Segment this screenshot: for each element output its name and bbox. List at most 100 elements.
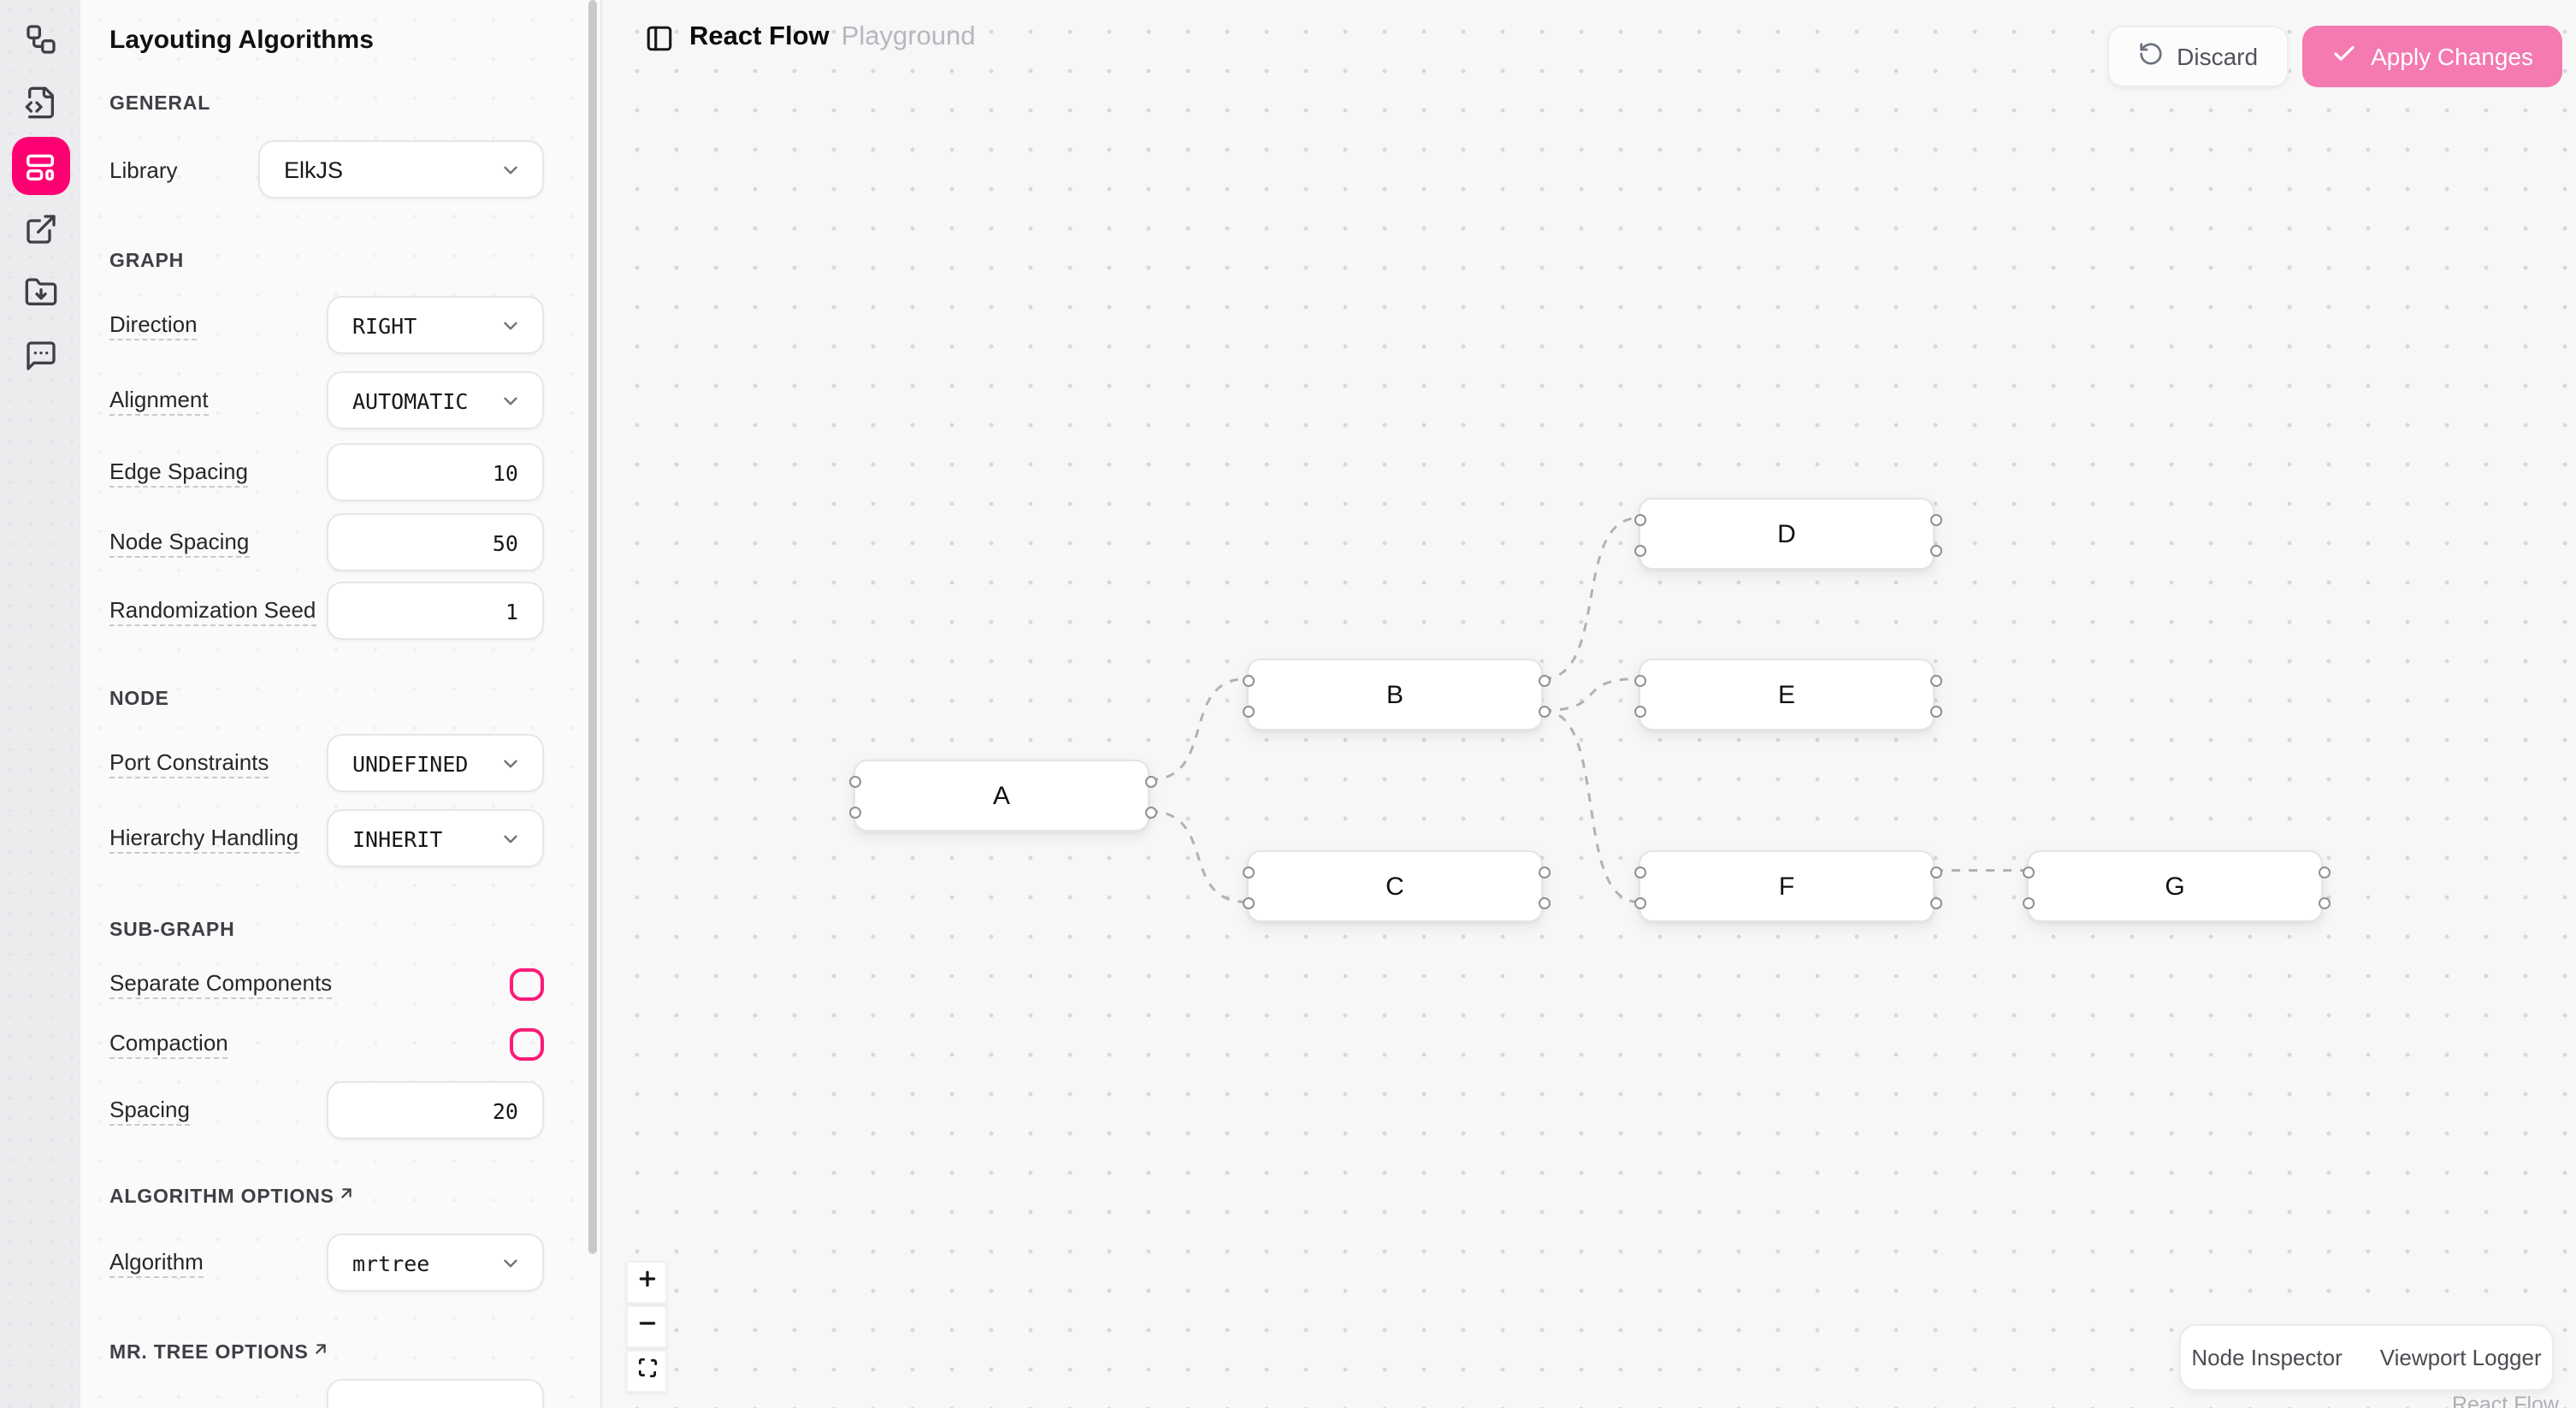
node-handle[interactable]	[1930, 706, 1942, 719]
discard-label: Discard	[2177, 43, 2259, 70]
sidebar-item-file-code[interactable]	[23, 86, 57, 120]
page-subtitle: Playground	[841, 22, 976, 51]
separate-components-checkbox[interactable]	[510, 968, 544, 1001]
fit-view-button[interactable]	[626, 1350, 667, 1393]
node-handle[interactable]	[1243, 897, 1255, 910]
flow-node-F[interactable]: F	[1634, 850, 1942, 922]
flow-node-A[interactable]: A	[849, 760, 1157, 831]
hierarchy-handling-select[interactable]: INHERIT	[327, 809, 544, 867]
field-row-compaction: Compaction	[109, 1028, 544, 1061]
section-header-mr-tree-options[interactable]: MR. TREE OPTIONS	[109, 1343, 544, 1364]
node-handle[interactable]	[1539, 706, 1551, 719]
field-label-compaction: Compaction	[109, 1030, 228, 1059]
zoom-in-button[interactable]	[626, 1261, 667, 1304]
node-handle[interactable]	[1539, 866, 1551, 879]
compaction-checkbox[interactable]	[510, 1028, 544, 1061]
field-label-separate-components: Separate Components	[109, 970, 333, 999]
section-label: ALGORITHM OPTIONS	[109, 1187, 334, 1208]
node-handle[interactable]	[1634, 706, 1646, 719]
plus-icon	[635, 1267, 658, 1298]
node-handle[interactable]	[1539, 897, 1551, 910]
algorithm-select[interactable]: mrtree	[327, 1233, 544, 1292]
field-row-spacing: Spacing 20	[109, 1081, 544, 1139]
sidebar-item-workflow[interactable]	[23, 22, 57, 56]
field-label-library: Library	[109, 157, 178, 182]
sidebar-item-feedback[interactable]	[23, 339, 57, 373]
node-label: E	[1777, 680, 1795, 709]
node-handle[interactable]	[849, 775, 861, 788]
section-label: SUB-GRAPH	[109, 920, 235, 941]
section-label: GRAPH	[109, 251, 185, 272]
node-inspector-button[interactable]: Node Inspector	[2191, 1345, 2343, 1370]
node-handle[interactable]	[1930, 674, 1942, 687]
panel-scrollbar[interactable]	[588, 0, 597, 1254]
node-handle[interactable]	[1243, 706, 1255, 719]
field-row-direction: Direction RIGHT	[109, 296, 544, 354]
zoom-out-button[interactable]	[626, 1305, 667, 1348]
randomization-seed-input[interactable]: 1	[327, 582, 544, 640]
rotate-ccw-icon	[2137, 41, 2163, 72]
folder-down-icon	[23, 275, 57, 310]
chevron-down-icon	[499, 314, 522, 336]
algorithm-value: mrtree	[352, 1250, 430, 1275]
chevron-down-icon	[499, 752, 522, 774]
partial-input[interactable]	[327, 1379, 544, 1408]
node-handle[interactable]	[1634, 866, 1646, 879]
node-handle[interactable]	[1539, 674, 1551, 687]
node-handle[interactable]	[2023, 866, 2035, 879]
field-label-direction: Direction	[109, 311, 198, 340]
field-label-alignment: Alignment	[109, 386, 209, 415]
flow-node-D[interactable]: D	[1634, 498, 1942, 570]
node-handle[interactable]	[2319, 866, 2331, 879]
node-handle[interactable]	[1243, 674, 1255, 687]
flow-node-C[interactable]: C	[1243, 850, 1551, 922]
spacing-input[interactable]: 20	[327, 1081, 544, 1139]
viewport-logger-button[interactable]: Viewport Logger	[2379, 1345, 2542, 1370]
node-label: C	[1385, 872, 1404, 901]
sidebar-item-layouting[interactable]	[11, 137, 69, 195]
node-handle[interactable]	[1243, 866, 1255, 879]
port-constraints-select[interactable]: UNDEFINED	[327, 734, 544, 792]
node-handle[interactable]	[2319, 897, 2331, 910]
node-handle[interactable]	[1930, 545, 1942, 558]
field-row-hierarchy-handling: Hierarchy Handling INHERIT	[109, 809, 544, 867]
section-header-subgraph: SUB-GRAPH	[109, 920, 544, 941]
node-handle[interactable]	[1634, 513, 1646, 526]
devtools-panel: Node Inspector Viewport Logger	[2179, 1324, 2554, 1391]
apply-changes-button[interactable]: Apply Changes	[2302, 26, 2562, 87]
sidebar-item-folder-down[interactable]	[23, 275, 57, 310]
direction-select[interactable]: RIGHT	[327, 296, 544, 354]
apply-changes-label: Apply Changes	[2371, 43, 2533, 70]
node-spacing-input[interactable]: 50	[327, 513, 544, 571]
flow-node-B[interactable]: B	[1243, 659, 1551, 731]
node-handle[interactable]	[1930, 897, 1942, 910]
node-handle[interactable]	[1634, 674, 1646, 687]
node-handle[interactable]	[1145, 807, 1157, 819]
chevron-down-icon	[499, 827, 522, 849]
discard-button[interactable]: Discard	[2106, 26, 2289, 87]
node-handle[interactable]	[849, 807, 861, 819]
flow-canvas[interactable]	[602, 0, 2576, 1408]
node-label: F	[1778, 872, 1795, 901]
react-flow-attribution[interactable]: React Flow	[2451, 1393, 2559, 1408]
field-label-algorithm: Algorithm	[109, 1248, 204, 1277]
workflow-icon	[23, 22, 57, 56]
library-select[interactable]: ElkJS	[258, 140, 544, 198]
edge-spacing-input[interactable]: 10	[327, 443, 544, 501]
node-handle[interactable]	[1634, 897, 1646, 910]
node-handle[interactable]	[2023, 897, 2035, 910]
flow-node-E[interactable]: E	[1634, 659, 1942, 731]
flow-node-G[interactable]: G	[2023, 850, 2331, 922]
node-handle[interactable]	[1930, 513, 1942, 526]
node-handle[interactable]	[1634, 545, 1646, 558]
node-handle[interactable]	[1930, 866, 1942, 879]
minus-icon	[635, 1311, 658, 1342]
node-handle[interactable]	[1145, 775, 1157, 788]
section-header-algorithm-options[interactable]: ALGORITHM OPTIONS	[109, 1187, 544, 1208]
node-label: B	[1385, 680, 1403, 709]
panel-left-toggle-icon[interactable]	[645, 23, 674, 52]
check-icon	[2331, 41, 2357, 72]
alignment-select[interactable]: AUTOMATIC	[327, 371, 544, 429]
sidebar-item-external-link[interactable]	[23, 212, 57, 246]
section-header-node: NODE	[109, 689, 544, 710]
